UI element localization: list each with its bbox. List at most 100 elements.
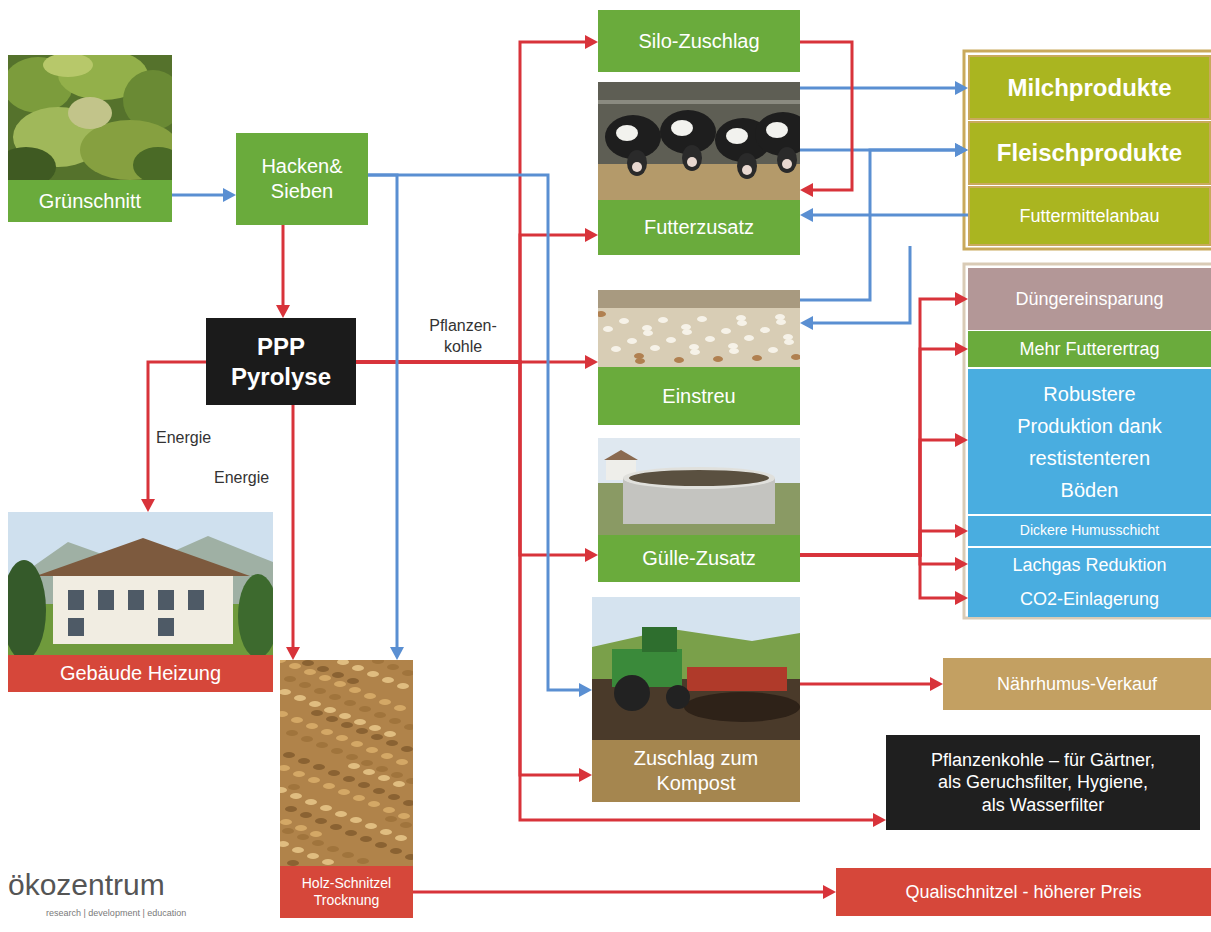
illustration-shape	[766, 122, 788, 138]
illustration-shape	[380, 829, 392, 835]
connector-arrow	[356, 362, 588, 555]
edge-label: Energie	[154, 428, 213, 449]
arrowhead	[579, 683, 592, 697]
illustration-shape	[697, 316, 707, 322]
process-box: Mehr Futterertrag	[968, 331, 1211, 367]
connector-arrow	[800, 531, 958, 555]
arrowhead	[390, 647, 404, 660]
illustration-shape	[366, 747, 378, 753]
node-text: CO2-Einlagerung	[1020, 588, 1159, 611]
illustration-shape	[384, 731, 396, 737]
illustration-shape	[297, 834, 309, 840]
illustration-shape	[598, 311, 606, 317]
illustration-shape	[402, 670, 413, 676]
illustration-shape	[288, 784, 300, 790]
illustration-shape	[684, 692, 800, 722]
label-bar: CO2-Einlagerung	[968, 582, 1211, 617]
illustration-shape	[682, 145, 702, 171]
illustration-shape	[286, 730, 298, 736]
illustration-shape	[604, 450, 638, 460]
illustration-shape	[299, 682, 311, 688]
illustration-shape	[311, 710, 323, 716]
illustration-shape	[598, 290, 800, 367]
illustration-shape	[283, 752, 295, 758]
connector-arrow	[800, 299, 958, 555]
photo-box: Gebäude Heizung	[8, 512, 273, 692]
arrowhead	[873, 813, 886, 827]
illustration-shape	[158, 618, 174, 636]
label-bar: Qualischnitzel - höherer Preis	[836, 868, 1211, 916]
illustration-shape	[658, 317, 668, 323]
label-bar: Lachgas Reduktion	[968, 548, 1211, 583]
arrowhead	[800, 183, 813, 197]
illustration-shape	[280, 765, 290, 771]
illustration-shape	[742, 165, 752, 175]
label-bar: Zuschlag zum Kompost	[592, 740, 800, 802]
illustration-shape	[327, 846, 339, 852]
connector-arrow	[800, 555, 958, 598]
illustration-shape	[280, 660, 413, 866]
illustration-shape	[280, 841, 289, 847]
illustration-shape	[280, 711, 288, 717]
illustration-shape	[368, 801, 380, 807]
node-text: Pflanzenkohle – für Gärtner, als Geruchs…	[926, 749, 1160, 817]
illustration-shape	[68, 590, 84, 610]
illustration-shape	[308, 777, 320, 783]
node-text: Futtermittelanbau	[1019, 205, 1159, 228]
illustration-shape	[300, 812, 312, 818]
label-bar: Robustere Produktion dank restistenteren…	[968, 369, 1211, 514]
illustration-shape	[312, 840, 324, 846]
label-bar: Dickere Humusschicht	[968, 516, 1211, 546]
label-bar: Gebäude Heizung	[8, 655, 273, 692]
illustration-shape	[390, 848, 402, 854]
illustration-shape	[353, 795, 365, 801]
illustration-shape	[782, 159, 792, 169]
connector-arrow	[800, 440, 958, 555]
connector-arrow	[810, 246, 910, 323]
illustration-shape	[689, 344, 699, 350]
illustration-shape	[760, 327, 770, 333]
illustration-shape	[777, 147, 797, 173]
photo-box: Zuschlag zum Kompost	[592, 597, 800, 802]
illustration-shape	[158, 590, 174, 610]
illustration-shape	[291, 717, 303, 723]
illustration-shape	[280, 689, 291, 695]
arrowhead	[955, 557, 968, 571]
illustration-shape	[314, 688, 326, 694]
illustration-shape	[382, 677, 394, 683]
illustration-shape	[337, 660, 349, 665]
illustration-shape	[98, 590, 114, 610]
illustration-shape	[324, 707, 336, 713]
illustration-shape	[398, 813, 410, 819]
illustration-shape	[338, 789, 350, 795]
illustration-shape	[331, 748, 343, 754]
label-bar: Nährhumus-Verkauf	[943, 658, 1211, 710]
illustration-shape	[401, 746, 413, 752]
illustration-shape	[351, 741, 363, 747]
illustration-shape	[737, 153, 757, 179]
illustration-shape	[367, 671, 379, 677]
illustration-shape	[329, 694, 341, 700]
connector-arrow	[800, 149, 958, 152]
illustration-shape	[387, 664, 399, 670]
illustration-shape	[307, 853, 319, 859]
group-outline	[964, 264, 1211, 618]
illustration-shape	[8, 147, 56, 180]
illustration-shape	[335, 811, 347, 817]
connector-arrow	[356, 362, 876, 820]
photo-illustration	[8, 55, 172, 180]
illustration-shape	[349, 687, 361, 693]
illustration-shape	[345, 830, 357, 836]
photo-box: Grünschnitt	[8, 55, 172, 222]
illustration-shape	[358, 782, 370, 788]
process-box: Pflanzenkohle – für Gärtner, als Geruchs…	[886, 735, 1200, 830]
connector-arrow	[356, 235, 588, 362]
arrowhead	[955, 143, 968, 157]
connector-arrow	[800, 349, 958, 555]
group-outline	[964, 51, 1211, 249]
photo-illustration	[592, 597, 800, 740]
illustration-shape	[332, 672, 344, 678]
illustration-shape	[705, 336, 715, 342]
logo-tagline: research | development | education	[46, 908, 186, 918]
illustration-shape	[363, 769, 375, 775]
